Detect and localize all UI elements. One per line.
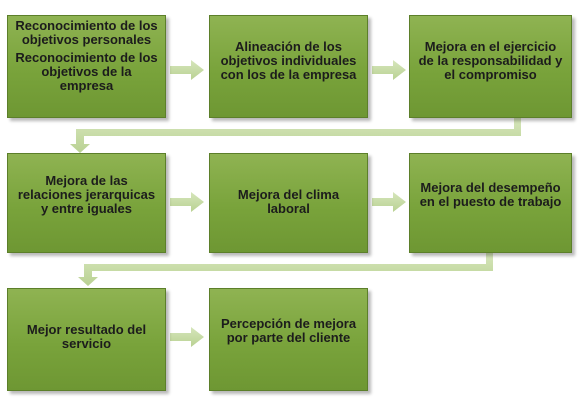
box-text-6: Mejora del desempeño en el puesto de tra… [419,180,562,209]
box-mejora-clima: Mejora del clima laboral [209,153,368,253]
box-mejora-relaciones: Mejora de las relaciones jerarquicas y e… [7,153,166,253]
box-percepcion-cliente: Percepción de mejora por parte del clien… [209,288,368,391]
box-text-8: Percepción de mejora por parte del clien… [220,316,357,345]
arrow-b1-b2 [170,60,204,80]
box-mejor-resultado: Mejor resultado del servicio [7,288,166,391]
box-text-2: Alineación de los objetivos individuales… [220,39,357,82]
arrow-b3-b4 [70,118,521,153]
box-text-5: Mejora del clima laboral [237,187,340,216]
box-text-1b: Reconocimiento de los objetivos de la em… [15,50,158,93]
box-reconocimiento-objetivos: Reconocimiento de los objetivos personal… [7,15,166,118]
box-mejora-responsabilidad: Mejora en el ejercicio de la responsabil… [409,15,572,118]
box-text-3: Mejora en el ejercicio de la responsabil… [418,39,563,82]
box-alineacion-objetivos: Alineación de los objetivos individuales… [209,15,368,118]
arrow-b5-b6 [372,192,406,212]
arrow-b2-b3 [372,60,406,80]
box-mejora-desempeno: Mejora del desempeño en el puesto de tra… [409,153,572,253]
box-text-7: Mejor resultado del servicio [26,322,147,351]
box-text-1a: Reconocimiento de los objetivos personal… [15,18,158,47]
box-text-4: Mejora de las relaciones jerarquicas y e… [17,173,156,216]
arrow-b6-b7 [78,253,493,286]
arrow-b7-b8 [170,327,204,347]
arrow-b4-b5 [170,192,204,212]
